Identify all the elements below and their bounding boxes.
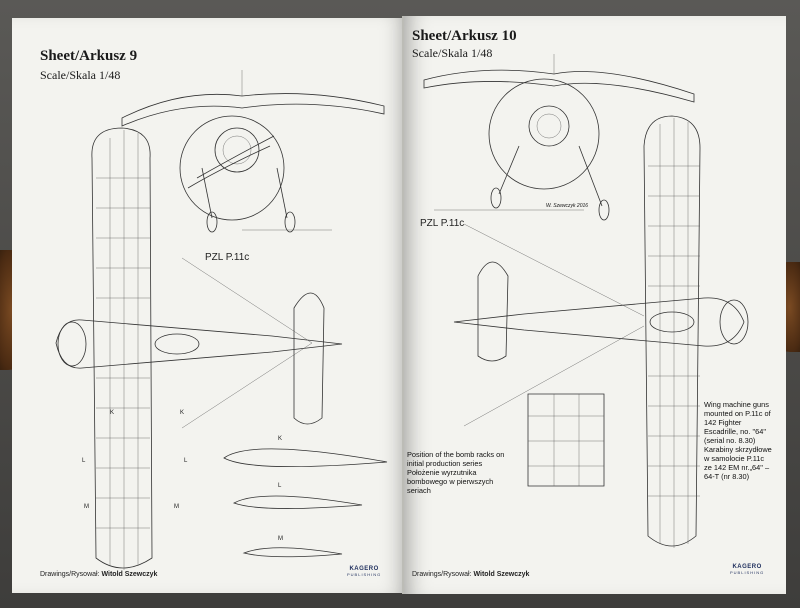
credit-prefix: Drawings/Rysował: — [412, 571, 472, 578]
section-label-l: L — [184, 458, 188, 464]
section-label-l: L — [278, 483, 282, 489]
credit-name: Witold Szewczyk — [473, 571, 530, 578]
logo-sub: PUBLISHING — [730, 570, 765, 575]
left-page: Sheet/Arkusz 9 Scale/Skala 1/48 PZL P.11… — [12, 18, 407, 593]
kagero-logo: KAGERO PUBLISHING — [347, 566, 381, 577]
front-view-drawing — [423, 54, 695, 221]
credit-prefix: Drawings/Rysował: — [40, 571, 100, 578]
section-label-m: M — [174, 504, 179, 510]
technical-drawing-left — [55, 70, 388, 570]
sheet-title: Sheet/Arkusz 10 — [412, 28, 517, 44]
right-page: Sheet/Arkusz 10 Scale/Skala 1/48 PZL P.1… — [404, 16, 786, 594]
model-label: PZL P.11c — [420, 218, 465, 229]
drawings-credit: Drawings/Rysował: Witold Szewczyk — [40, 571, 157, 578]
wing-section-profiles — [223, 448, 388, 558]
section-label-k: K — [278, 436, 283, 442]
top-view-drawing — [453, 115, 749, 548]
artist-signature: W. Szewczyk 2016 — [546, 203, 589, 209]
bomb-racks-note: Position of the bomb racks on initial pr… — [407, 450, 505, 495]
section-label-l: L — [82, 458, 86, 464]
sheet-title: Sheet/Arkusz 9 — [40, 48, 138, 64]
kagero-logo: KAGERO PUBLISHING — [730, 564, 764, 575]
technical-drawing-right — [423, 54, 749, 548]
sheet-scale: Scale/Skala 1/48 — [412, 46, 493, 60]
section-label-m: M — [84, 504, 89, 510]
logo-name: KAGERO — [732, 564, 762, 570]
logo-name: KAGERO — [349, 566, 379, 572]
drawings-credit: Drawings/Rysował: Witold Szewczyk — [412, 571, 529, 578]
section-label-m: M — [278, 536, 283, 542]
front-view-drawing — [121, 70, 385, 233]
wing-guns-note: Wing machine guns mounted on P.11c of 14… — [704, 400, 772, 481]
model-label: PZL P.11c — [205, 252, 250, 263]
top-view-drawing — [55, 127, 343, 570]
logo-sub: PUBLISHING — [347, 572, 382, 577]
section-label-k: K — [180, 410, 185, 416]
sheet-scale: Scale/Skala 1/48 — [40, 68, 121, 82]
credit-name: Witold Szewczyk — [101, 571, 158, 578]
section-label-k: K — [110, 410, 115, 416]
